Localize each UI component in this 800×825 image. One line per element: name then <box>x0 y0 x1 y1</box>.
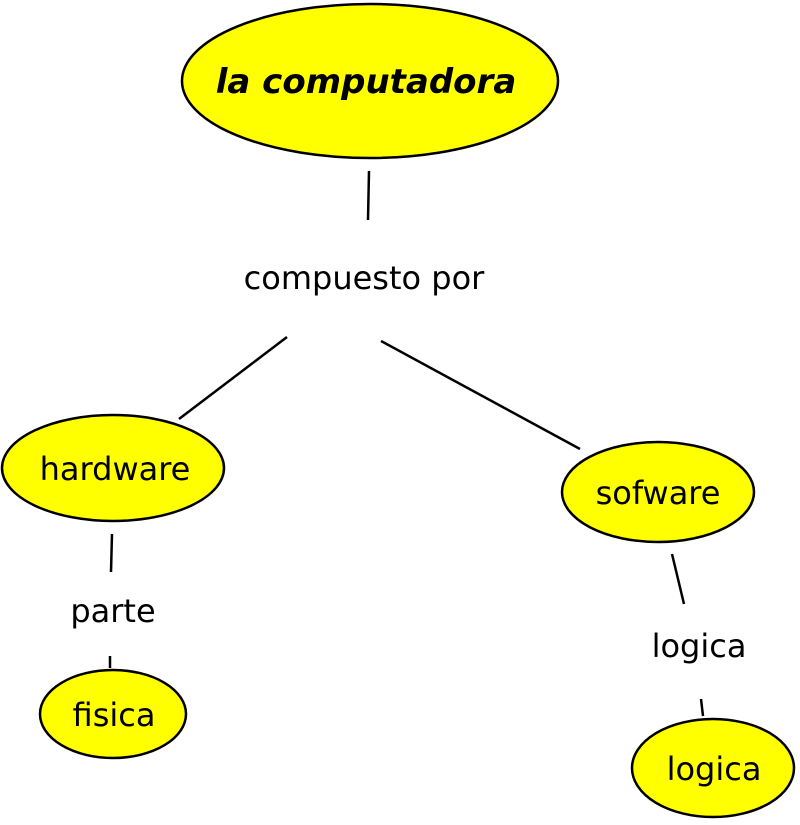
node-sofware-label: sofware <box>596 474 721 512</box>
node-logica-label: logica <box>667 750 762 788</box>
connector-compuesto-to-hardware <box>178 336 288 420</box>
link-phrase-compuesto-por: compuesto por <box>244 259 485 297</box>
connector-logica-phrase-to-logica <box>699 698 705 717</box>
link-phrase-logica: logica <box>652 627 747 665</box>
node-hardware-label: hardware <box>40 450 191 488</box>
node-fisica-label: fisica <box>73 696 156 734</box>
node-la-computadora[interactable]: la computadora <box>180 2 560 160</box>
node-fisica[interactable]: fisica <box>38 668 188 760</box>
connector-hardware-to-parte <box>109 533 114 573</box>
connector-sofware-to-logica-phrase <box>670 553 686 605</box>
node-sofware[interactable]: sofware <box>560 440 756 544</box>
node-hardware[interactable]: hardware <box>0 413 226 523</box>
node-la-computadora-label: la computadora <box>216 62 517 102</box>
connector-compuesto-to-sofware <box>380 339 581 451</box>
connector-root-to-compuesto <box>366 170 371 221</box>
node-logica[interactable]: logica <box>630 717 796 819</box>
link-phrase-parte: parte <box>70 592 155 630</box>
